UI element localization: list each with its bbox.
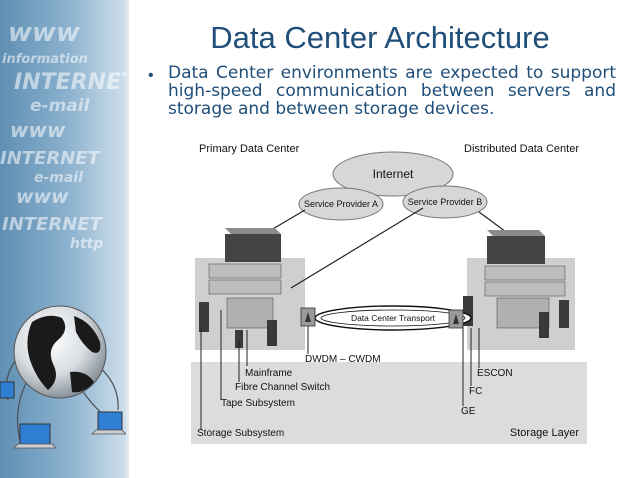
transport-ring bbox=[314, 305, 472, 331]
escon-label: ESCON bbox=[477, 368, 513, 379]
globe-network-illustration bbox=[0, 305, 126, 449]
dwdm-label: DWDM – CWDM bbox=[305, 354, 381, 365]
ge-label: GE bbox=[461, 406, 476, 417]
sidebar-word: information bbox=[2, 52, 88, 67]
storage-subsystem-label: Storage Subsystem bbox=[197, 428, 284, 439]
dwdm-node-primary bbox=[300, 307, 316, 327]
fibre-switch-label: Fibre Channel Switch bbox=[235, 382, 330, 393]
transport-label: Data Center Transport bbox=[351, 313, 436, 323]
storage-layer-label: Storage Layer bbox=[510, 427, 579, 439]
bullet-text: Data Center environments are expected to… bbox=[168, 63, 616, 119]
internet-label: Internet bbox=[373, 167, 414, 181]
laptop-icon bbox=[0, 381, 15, 399]
architecture-diagram: Internet Service Provider A Service Prov… bbox=[187, 130, 597, 450]
sidebar-word: http bbox=[70, 236, 104, 252]
primary-datacenter-label: Primary Data Center bbox=[199, 143, 300, 155]
distributed-servers bbox=[463, 296, 569, 338]
sidebar-word: e-mail bbox=[30, 96, 90, 116]
dwdm-node-distributed bbox=[448, 309, 464, 329]
sidebar-word: www bbox=[8, 18, 81, 48]
fc-label: FC bbox=[469, 386, 482, 397]
distributed-datacenter-label: Distributed Data Center bbox=[464, 143, 579, 155]
internet-cloud bbox=[298, 151, 488, 221]
bullet-marker: • bbox=[148, 67, 154, 84]
storage-callout-lines bbox=[200, 310, 480, 430]
provider-a-label: Service Provider A bbox=[304, 199, 378, 209]
primary-servers bbox=[199, 302, 277, 348]
sidebar-word: INTERNET bbox=[0, 148, 100, 169]
laptop-icon bbox=[13, 423, 57, 449]
laptop-icon bbox=[91, 411, 126, 435]
tape-subsystem-label: Tape Subsystem bbox=[221, 398, 295, 409]
sidebar-divider bbox=[126, 0, 129, 478]
sidebar-word: www bbox=[16, 186, 69, 208]
decorative-sidebar: www information INTERNET e-mail www INTE… bbox=[0, 0, 126, 478]
provider-b-label: Service Provider B bbox=[408, 197, 483, 207]
distributed-router-stack bbox=[484, 230, 566, 329]
sidebar-word: INTERNET bbox=[2, 214, 102, 235]
sidebar-word: INTERNET bbox=[14, 70, 126, 95]
primary-router-stack bbox=[208, 228, 282, 329]
sidebar-word: www bbox=[10, 118, 66, 142]
slide-title: Data Center Architecture bbox=[210, 20, 550, 55]
storage-layer-region bbox=[191, 362, 587, 444]
mainframe-label: Mainframe bbox=[245, 368, 293, 379]
sidebar-word: e-mail bbox=[34, 170, 83, 186]
